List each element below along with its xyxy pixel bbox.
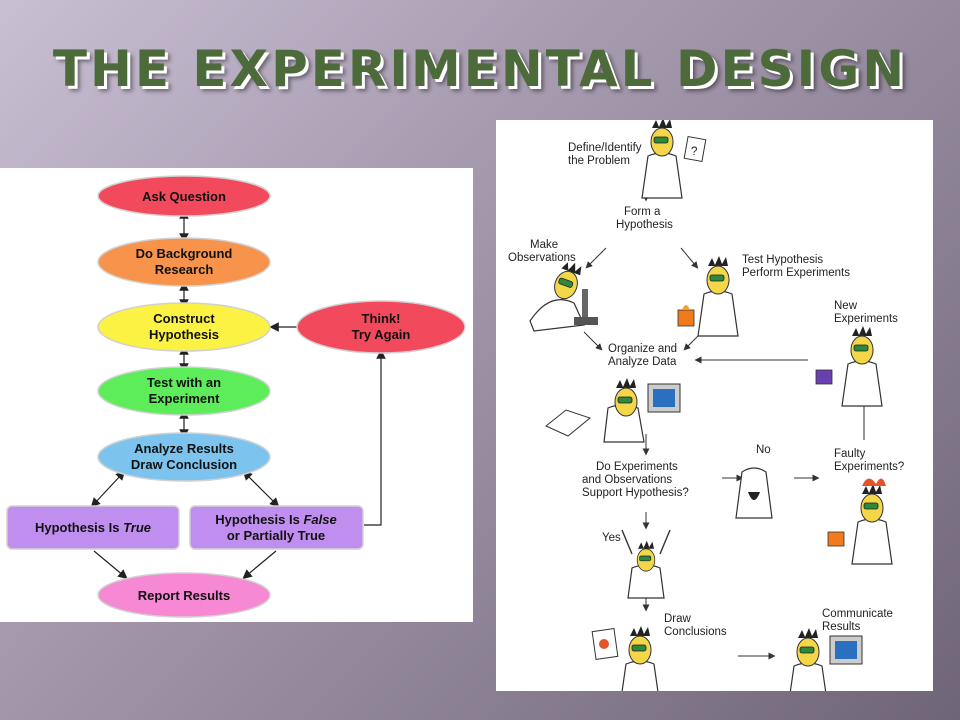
label-define-line2: the Problem: [568, 155, 630, 167]
scientist-faulty-icon: [827, 478, 893, 565]
question-mark: ?: [691, 146, 697, 158]
node-report-label: Report Results: [138, 588, 230, 603]
method-arrows: [583, 182, 868, 660]
node-background-line1: Do Background: [136, 246, 233, 261]
node-think-line1: Think!: [362, 311, 401, 326]
label-test-line1: Test Hypothesis: [742, 254, 823, 266]
scientist-celebrating-icon: [621, 529, 671, 599]
node-think-try-again: Think! Try Again: [296, 300, 466, 354]
flowchart-panel: Ask Question Do Background Research Cons…: [0, 168, 473, 622]
arrow-true-report: [93, 550, 128, 580]
node-analyze-line2: Draw Conclusion: [131, 457, 237, 472]
label-test-line2: Perform Experiments: [742, 267, 850, 279]
node-analyze-results: Analyze Results Draw Conclusion: [97, 432, 271, 482]
scientific-method-panel: Define/Identify the Problem Form a Hypot…: [496, 120, 933, 691]
label-support-line2: and Observations: [582, 474, 672, 486]
scientist-experiment-icon: [677, 255, 739, 337]
arrow-analyze-true: [90, 470, 126, 508]
label-define-line1: Define/Identify: [568, 142, 642, 154]
label-support-line3: Support Hypothesis?: [582, 487, 689, 499]
node-background-research: Do Background Research: [97, 237, 271, 287]
node-true-label: Hypothesis Is True: [35, 520, 151, 535]
scientist-computer-icon: [545, 377, 681, 443]
node-report-results: Report Results: [97, 572, 271, 618]
node-ask-question: Ask Question: [97, 175, 271, 217]
label-support-line1: Do Experiments: [596, 461, 678, 473]
node-false-line1: Hypothesis Is False: [215, 512, 336, 527]
label-new-line2: Experiments: [834, 313, 898, 325]
flowchart-connectors: [90, 209, 386, 580]
arrow-false-think: [364, 349, 386, 526]
scientific-method-diagram: Define/Identify the Problem Form a Hypot…: [508, 120, 904, 691]
node-think-line2: Try Again: [352, 327, 411, 342]
arrow-false-report: [242, 550, 277, 580]
node-hypothesis-false: Hypothesis Is False or Partially True: [189, 505, 364, 550]
label-communicate-line2: Results: [822, 621, 861, 633]
label-communicate-line1: Communicate: [822, 608, 893, 620]
label-draw-line2: Conclusions: [664, 626, 727, 638]
node-false-line2: or Partially True: [227, 528, 325, 543]
node-ask-question-label: Ask Question: [142, 189, 226, 204]
label-new-line1: New: [834, 300, 858, 312]
label-faulty-line2: Experiments?: [834, 461, 904, 473]
label-organize-line1: Organize and: [608, 343, 677, 355]
label-yes: Yes: [602, 532, 621, 544]
label-no: No: [756, 444, 771, 456]
method-labels: Define/Identify the Problem Form a Hypot…: [508, 142, 904, 638]
label-draw-line1: Draw: [664, 613, 692, 625]
slide-title: The Experimental Design: [52, 40, 908, 98]
label-make-line1: Make: [530, 239, 558, 251]
scientist-thinking-icon: ?: [641, 120, 707, 199]
label-faulty-line1: Faulty: [834, 448, 866, 460]
scientist-microscope-icon: [529, 258, 598, 332]
arrow-analyze-false: [242, 470, 280, 508]
node-test-line1: Test with an: [147, 375, 221, 390]
label-form-line1: Form a: [624, 206, 661, 218]
scientist-communicate-icon: [787, 627, 863, 691]
node-analyze-line1: Analyze Results: [134, 441, 234, 456]
label-form-line2: Hypothesis: [616, 219, 673, 231]
scientist-new-experiment-icon: [815, 325, 883, 407]
label-make-line2: Observations: [508, 252, 576, 264]
scientist-head-down-icon: [735, 467, 773, 519]
node-background-line2: Research: [155, 262, 214, 277]
scientist-conclusion-icon: [591, 625, 661, 691]
node-construct-hypothesis: Construct Hypothesis: [97, 302, 271, 352]
node-hypothesis-true: Hypothesis Is True: [6, 505, 180, 550]
node-hypothesis-line2: Hypothesis: [149, 327, 219, 342]
flowchart-diagram: Ask Question Do Background Research Cons…: [6, 175, 466, 618]
node-test-experiment: Test with an Experiment: [97, 366, 271, 416]
node-test-line2: Experiment: [149, 391, 220, 406]
label-organize-line2: Analyze Data: [608, 356, 677, 368]
node-hypothesis-line1: Construct: [153, 311, 215, 326]
